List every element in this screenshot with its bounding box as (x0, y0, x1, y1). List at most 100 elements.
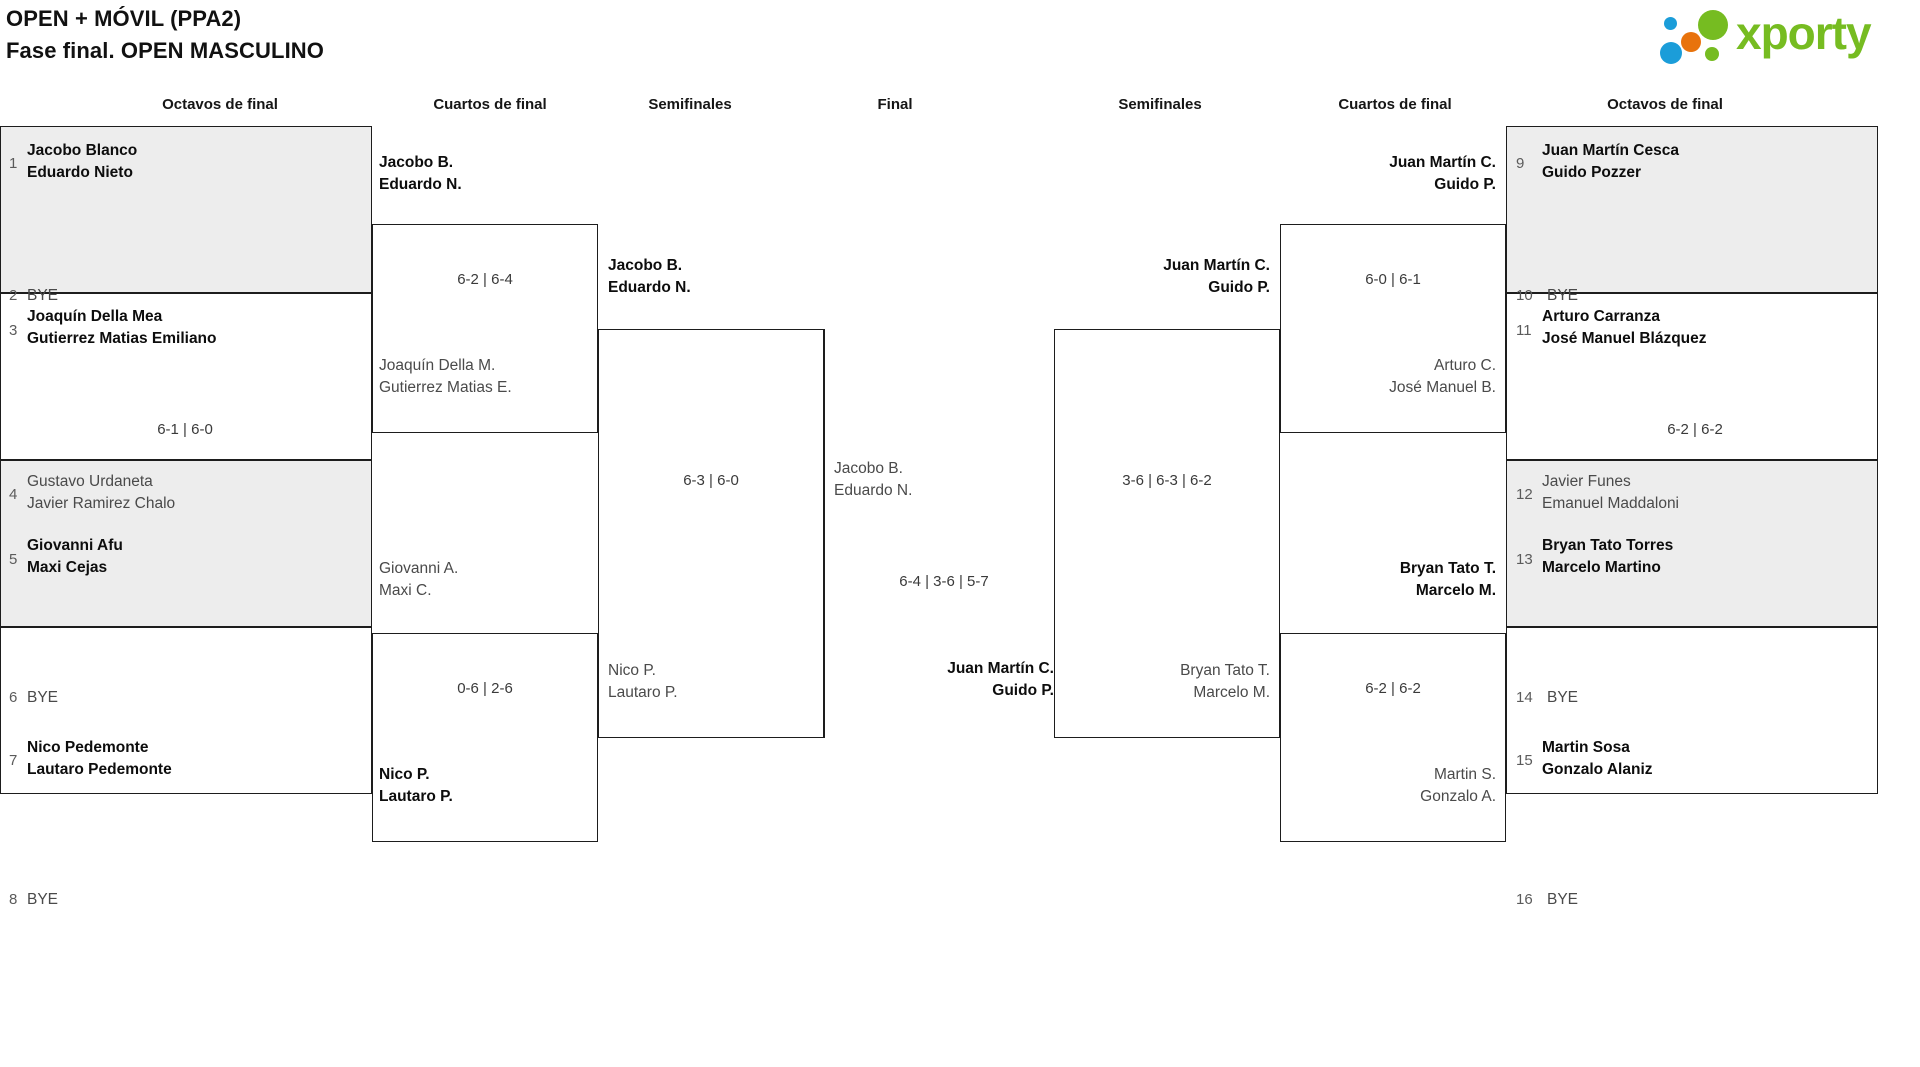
seed-number: 15 (1516, 752, 1533, 769)
team-player-1: Jacobo B. (834, 460, 903, 477)
qf-loser-right-1: Arturo C. José Manuel B. (1290, 355, 1496, 399)
qf-box-right-2[interactable] (1280, 633, 1506, 842)
team-player-2: Marcelo M. (1193, 684, 1270, 701)
round-header-semis-left: Semifinales (648, 96, 732, 113)
r16-team-left-4: Gustavo Urdaneta Javier Ramirez Chalo (27, 471, 175, 515)
r16-box-left-2[interactable] (0, 293, 372, 460)
team-player-1: BYE (1547, 287, 1579, 304)
logo-dot-orange (1681, 32, 1701, 52)
seed-number: 1 (9, 155, 18, 172)
qf-winner-left-1: Jacobo B. Eduardo N. (379, 152, 462, 196)
seed-number: 8 (9, 891, 18, 908)
final-champion: Juan Martín C. Guido P. (834, 658, 1054, 702)
team-player-1: Arturo Carranza (1542, 308, 1660, 325)
team-player-1: Jacobo B. (608, 257, 683, 274)
team-player-2: Gutierrez Matias Emiliano (27, 330, 217, 347)
sf-winner-right-1: Juan Martín C. Guido P. (1054, 255, 1270, 299)
team-player-1: Bryan Tato Torres (1542, 537, 1674, 554)
team-player-1: BYE (27, 891, 59, 908)
team-player-1: Giovanni A. (379, 560, 459, 577)
team-player-1: BYE (1547, 689, 1579, 706)
qf-loser-right-2: Martin S. Gonzalo A. (1290, 764, 1496, 808)
team-player-1: BYE (27, 689, 59, 706)
final-runner-up: Jacobo B. Eduardo N. (834, 458, 912, 502)
team-player-1: Juan Martín Cesca (1542, 142, 1679, 159)
r16-box-left-3[interactable] (0, 460, 372, 627)
seed-number: 6 (9, 689, 18, 706)
r16-team-left-3: Joaquín Della Mea Gutierrez Matias Emili… (27, 306, 217, 350)
page-title: OPEN + MÓVIL (PPA2) Fase final. OPEN MAS… (6, 3, 906, 67)
r16-score-right-2: 6-2 | 6-2 (1667, 421, 1723, 438)
team-player-2: Gonzalo A. (1420, 788, 1496, 805)
sf-box-right-1[interactable] (1054, 329, 1280, 738)
r16-box-right-2[interactable] (1506, 293, 1878, 460)
qf-winner-right-1: Juan Martín C. Guido P. (1290, 152, 1496, 196)
r16-box-right-1[interactable] (1506, 126, 1878, 293)
seed-number: 5 (9, 551, 18, 568)
team-player-2: Guido Pozzer (1542, 164, 1642, 181)
team-player-1: Jacobo B. (379, 154, 454, 171)
r16-team-right-2: BYE (1547, 285, 1578, 307)
team-player-1: Giovanni Afu (27, 537, 123, 554)
seed-number: 7 (9, 752, 18, 769)
round-header-cuartos-left: Cuartos de final (433, 96, 547, 113)
team-player-2: Marcelo M. (1415, 582, 1496, 599)
r16-box-left-4[interactable] (0, 627, 372, 794)
team-player-1: Joaquín Della M. (379, 357, 496, 374)
r16-box-right-3[interactable] (1506, 460, 1878, 627)
round-header-cuartos-right: Cuartos de final (1338, 96, 1452, 113)
qf-score-left-1: 6-2 | 6-4 (457, 271, 513, 288)
sf-box-left-1[interactable] (598, 329, 824, 738)
sf-winner-left-1: Jacobo B. Eduardo N. (608, 255, 691, 299)
team-player-1: Martin Sosa (1542, 739, 1630, 756)
r16-team-left-5: Giovanni Afu Maxi Cejas (27, 535, 123, 579)
team-player-2: Guido P. (1208, 279, 1270, 296)
team-player-2: Marcelo Martino (1542, 559, 1661, 576)
r16-team-left-8: BYE (27, 889, 58, 911)
qf-score-right-2: 6-2 | 6-2 (1365, 680, 1421, 697)
round-header-octavos-left: Octavos de final (162, 96, 278, 113)
qf-winner-left-2: Nico P. Lautaro P. (379, 764, 453, 808)
qf-loser-left-1: Joaquín Della M. Gutierrez Matias E. (379, 355, 512, 399)
r16-score-left-2: 6-1 | 6-0 (157, 421, 213, 438)
r16-team-right-8: BYE (1547, 889, 1578, 911)
logo-dot-blue-small (1664, 17, 1677, 30)
r16-box-right-4[interactable] (1506, 627, 1878, 794)
final-divider (824, 329, 825, 738)
r16-team-left-2: BYE (27, 285, 58, 307)
qf-box-left-2[interactable] (372, 633, 598, 842)
qf-box-right-1[interactable] (1280, 224, 1506, 433)
team-player-2: Eduardo N. (834, 482, 913, 499)
team-player-2: Javier Ramirez Chalo (27, 495, 176, 512)
team-player-1: BYE (1547, 891, 1579, 908)
final-score: 6-4 | 3-6 | 5-7 (899, 573, 989, 590)
seed-number: 13 (1516, 551, 1533, 568)
logo-wordmark: xporty (1736, 7, 1872, 59)
seed-number: 4 (9, 486, 18, 503)
logo-dot-blue-large (1660, 42, 1682, 64)
logo-dot-green-large (1698, 10, 1728, 40)
team-player-1: Gustavo Urdaneta (27, 473, 153, 490)
seed-number: 3 (9, 322, 18, 339)
qf-score-left-2: 0-6 | 2-6 (457, 680, 513, 697)
team-player-1: Juan Martín C. (1389, 154, 1496, 171)
round-header-final: Final (877, 96, 913, 113)
qf-winner-right-2: Bryan Tato T. Marcelo M. (1290, 558, 1496, 602)
qf-box-left-1[interactable] (372, 224, 598, 433)
r16-team-left-7: Nico Pedemonte Lautaro Pedemonte (27, 737, 172, 781)
team-player-1: Bryan Tato T. (1180, 662, 1270, 679)
team-player-1: Nico P. (379, 766, 430, 783)
r16-box-left-1[interactable] (0, 126, 372, 293)
team-player-1: Juan Martín C. (947, 660, 1054, 677)
seed-number: 2 (9, 287, 18, 304)
title-line-1: OPEN + MÓVIL (PPA2) (6, 6, 242, 31)
team-player-2: Gutierrez Matias E. (379, 379, 512, 396)
sf-score-left-1: 6-3 | 6-0 (683, 472, 739, 489)
seed-number: 12 (1516, 486, 1533, 503)
qf-score-right-1: 6-0 | 6-1 (1365, 271, 1421, 288)
team-player-2: Gonzalo Alaniz (1542, 761, 1653, 778)
team-player-1: Joaquín Della Mea (27, 308, 163, 325)
seed-number: 14 (1516, 689, 1533, 706)
seed-number: 16 (1516, 891, 1533, 908)
